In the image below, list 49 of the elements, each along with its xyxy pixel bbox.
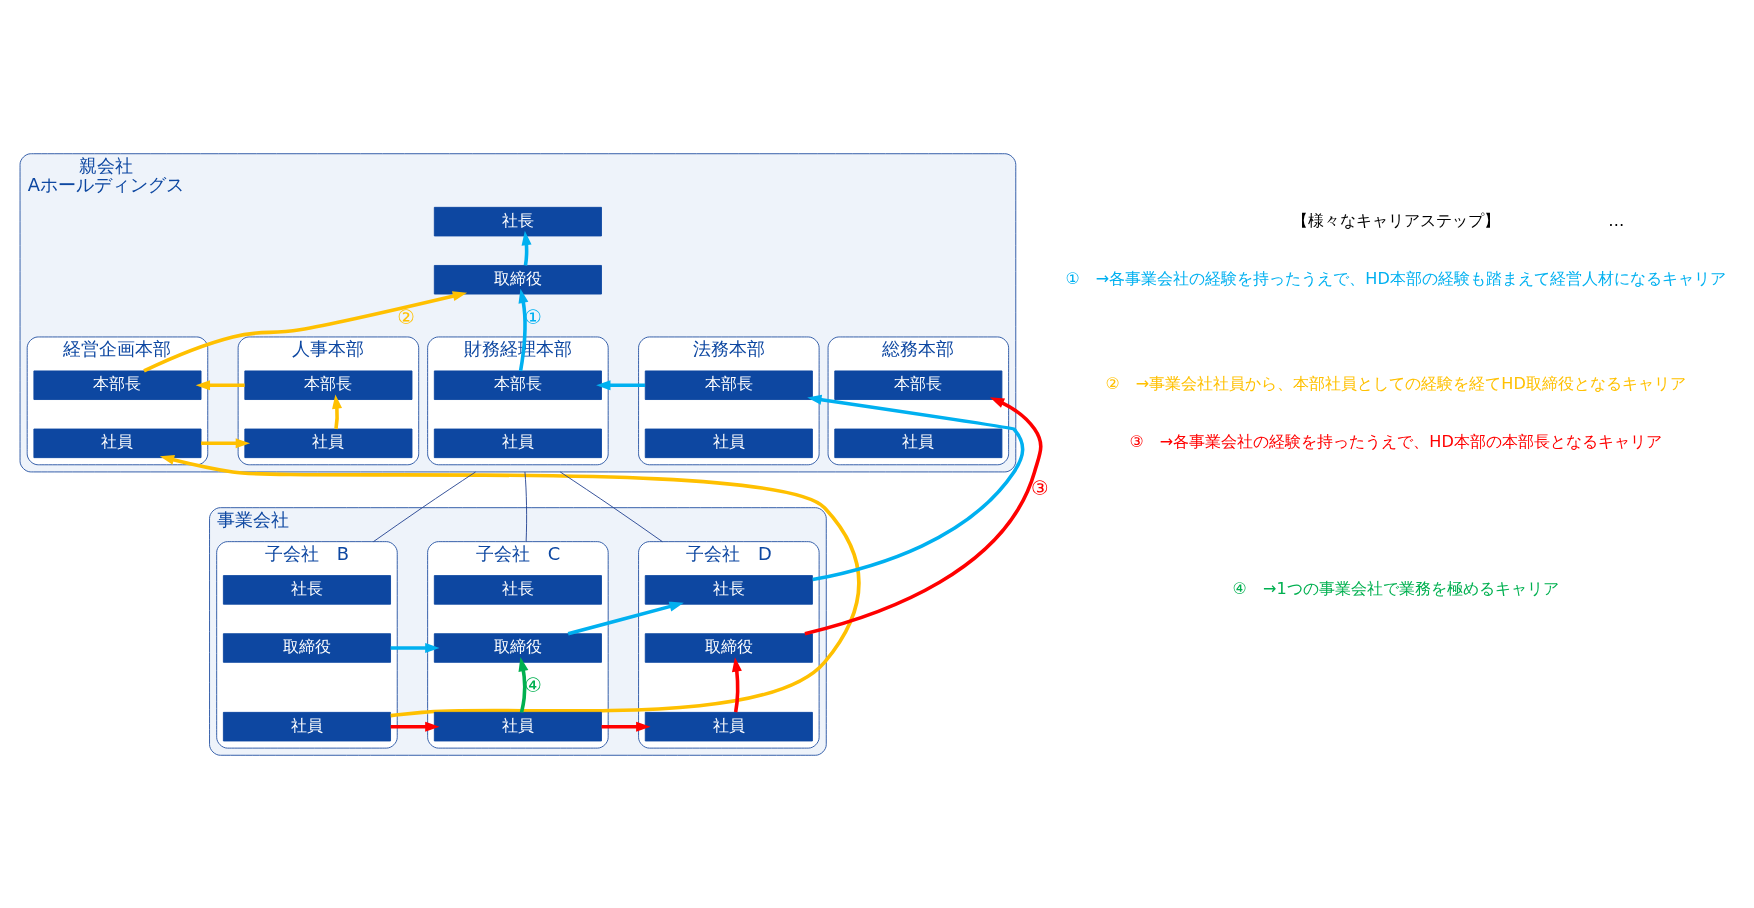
node-box: 社長 — [644, 574, 813, 605]
node-box: 取締役 — [222, 632, 391, 663]
node-box: 本部長 — [834, 370, 1003, 400]
arrow — [521, 230, 532, 266]
arrow — [804, 396, 1043, 635]
arrow — [390, 642, 440, 653]
arrow — [201, 437, 251, 448]
arrow — [567, 601, 684, 635]
arrow — [518, 656, 529, 713]
legend-label: ④ →1つの事業会社で業務を極めるキャリア — [1232, 578, 1559, 598]
edge-label: ② — [397, 305, 415, 329]
node-box: 本部長 — [244, 370, 413, 400]
legend-label: ③ →各事業会社の経験を持ったうえで、HD本部の本部長となるキャリア — [1129, 431, 1662, 451]
connector — [372, 471, 477, 542]
arrow — [596, 379, 646, 390]
node-box: 社長 — [433, 574, 602, 605]
arrow — [390, 721, 440, 732]
arrow — [601, 721, 651, 732]
arrow — [159, 454, 861, 717]
edge-label: ③ — [1031, 476, 1049, 500]
legend-label: ② →事業会社社員から、本部社員としての経験を経てHD取締役となるキャリア — [1105, 373, 1686, 393]
node-box: 取締役 — [433, 264, 602, 294]
node-box: 社員 — [33, 428, 202, 458]
node-box: 社員 — [644, 428, 813, 458]
arrow — [807, 394, 1025, 581]
node-box: 取締役 — [644, 632, 813, 663]
arrow — [731, 656, 742, 712]
node-box: 社員 — [244, 428, 413, 458]
arrow — [143, 290, 468, 372]
connector — [524, 471, 528, 542]
legend-label: ① →各事業会社の経験を持ったうえで、HD本部の経験も踏まえて経営人材になるキャリア — [1065, 268, 1726, 288]
label: 【様々なキャリアステップ】 — [1291, 210, 1500, 230]
arrow — [332, 393, 343, 429]
node-box: 本部長 — [433, 370, 602, 400]
node-box: 社長 — [433, 206, 602, 236]
arrow — [195, 379, 245, 390]
connector — [559, 471, 663, 542]
node-box: 社長 — [222, 574, 391, 605]
node-box: 社員 — [433, 428, 602, 458]
node-box: 社員 — [222, 711, 391, 741]
edge-label: ① — [524, 305, 542, 329]
node-box: 社員 — [433, 711, 602, 741]
label: … — [1608, 210, 1625, 230]
node-box: 社員 — [644, 711, 813, 741]
node-box: 本部長 — [644, 370, 813, 400]
node-box: 取締役 — [433, 632, 602, 663]
edge-label: ④ — [524, 673, 542, 697]
node-box: 本部長 — [33, 370, 202, 400]
node-box: 社員 — [834, 428, 1003, 458]
